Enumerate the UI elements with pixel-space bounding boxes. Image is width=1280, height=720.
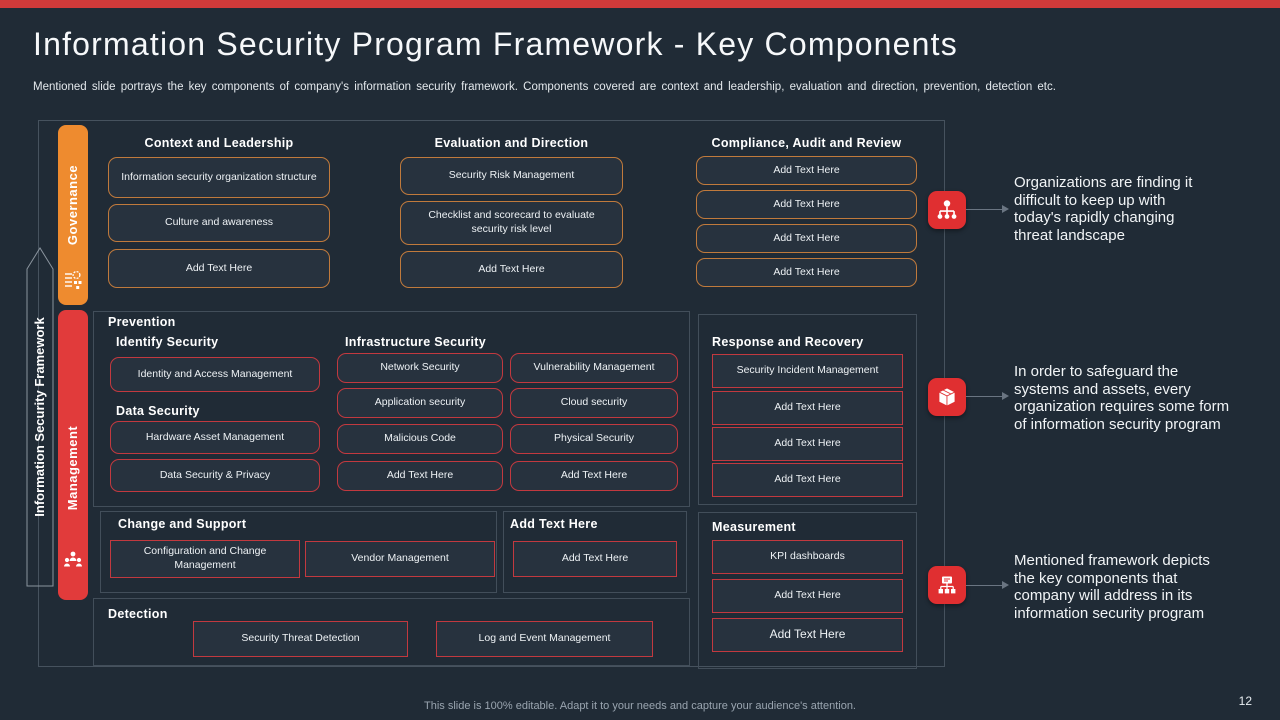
footer-note: This slide is 100% editable. Adapt it to… <box>424 700 856 712</box>
detection-item-box[interactable]: Security Threat Detection <box>193 621 408 657</box>
top-accent-bar <box>0 0 1280 8</box>
management-bar-label: Management <box>65 425 80 511</box>
column-header-compliance-audit-review: Compliance, Audit and Review <box>711 136 902 150</box>
prevention-item-box[interactable]: Add Text Here <box>337 461 503 491</box>
response-recovery-item-box[interactable]: Add Text Here <box>712 391 903 425</box>
response-recovery-item-box[interactable]: Security Incident Management <box>712 354 903 388</box>
prevention-item-box[interactable]: Network Security <box>337 353 503 383</box>
response-recovery-item-box[interactable]: Add Text Here <box>712 427 903 461</box>
connector-line <box>966 209 1002 210</box>
data-security-header: Data Security <box>116 404 200 418</box>
framework-banner-outline <box>26 247 54 587</box>
gov-item-box[interactable]: Information security organization struct… <box>108 157 330 198</box>
prevention-item-box[interactable]: Add Text Here <box>510 461 678 491</box>
page-title: Information Security Program Framework -… <box>33 26 958 62</box>
connector-line <box>966 585 1002 586</box>
org-chart-icon <box>937 200 957 219</box>
callout-text-3: Mentioned framework depicts the key comp… <box>1014 552 1210 622</box>
prevention-item-box[interactable]: Physical Security <box>510 424 678 454</box>
prevention-item-box[interactable]: Application security <box>337 388 503 418</box>
page-subtitle: Mentioned slide portrays the key compone… <box>33 81 1056 93</box>
column-header-evaluation-direction: Evaluation and Direction <box>434 136 589 150</box>
detection-section <box>93 598 690 666</box>
callout-text-1: Organizations are finding it difficult t… <box>1014 174 1193 244</box>
change-support-item-box[interactable]: Configuration and Change Management <box>110 540 300 578</box>
connector-arrow-icon <box>1002 205 1009 213</box>
identify-security-header: Identify Security <box>116 335 219 349</box>
governance-bar-label: Governance <box>65 164 80 246</box>
framework-banner-label: Information Security Framework <box>32 317 47 517</box>
gov-item-box[interactable]: Checklist and scorecard to evaluate secu… <box>400 201 623 245</box>
measurement-item-box[interactable]: Add Text Here <box>712 579 903 613</box>
gov-item-box[interactable]: Add Text Here <box>696 224 917 253</box>
response-recovery-item-box[interactable]: Add Text Here <box>712 463 903 497</box>
change-support-section <box>100 511 497 593</box>
change-support-item-box[interactable]: Vendor Management <box>305 541 495 577</box>
gov-item-box[interactable]: Culture and awareness <box>108 204 330 242</box>
prevention-item-box[interactable]: Hardware Asset Management <box>110 421 320 454</box>
gov-item-box[interactable]: Add Text Here <box>696 156 917 185</box>
callout-text-2: In order to safeguard the systems and as… <box>1014 363 1230 433</box>
connector-arrow-icon <box>1002 581 1009 589</box>
prevention-item-box[interactable]: Vulnerability Management <box>510 353 678 383</box>
page-number: 12 <box>1238 694 1252 708</box>
gov-item-box[interactable]: Security Risk Management <box>400 157 623 195</box>
detection-item-box[interactable]: Log and Event Management <box>436 621 653 657</box>
measurement-item-box[interactable]: KPI dashboards <box>712 540 903 574</box>
prevention-section <box>93 311 690 507</box>
add-text-section <box>503 511 687 593</box>
connector-arrow-icon <box>1002 392 1009 400</box>
prevention-item-box[interactable]: Data Security & Privacy <box>110 459 320 492</box>
prevention-item-box[interactable]: Identity and Access Management <box>110 357 320 392</box>
management-icon <box>64 551 82 567</box>
gov-item-box[interactable]: Add Text Here <box>108 249 330 288</box>
prevention-item-box[interactable]: Malicious Code <box>337 424 503 454</box>
add-text-item-box[interactable]: Add Text Here <box>513 541 677 577</box>
prevention-header: Prevention <box>108 315 176 329</box>
change-support-header: Change and Support <box>118 517 247 531</box>
governance-icon <box>65 270 82 289</box>
gov-item-box[interactable]: Add Text Here <box>696 258 917 287</box>
sitemap-icon <box>938 576 956 594</box>
response-recovery-header: Response and Recovery <box>712 335 864 349</box>
connector-line <box>966 396 1002 397</box>
measurement-item-box[interactable]: Add Text Here <box>712 618 903 652</box>
gov-item-box[interactable]: Add Text Here <box>696 190 917 219</box>
measurement-section <box>698 512 917 669</box>
detection-header: Detection <box>108 607 168 621</box>
column-header-context-leadership: Context and Leadership <box>144 136 294 150</box>
infrastructure-security-header: Infrastructure Security <box>345 335 486 349</box>
callout-icon-3 <box>928 566 966 604</box>
response-recovery-section <box>698 314 917 505</box>
package-icon <box>938 387 956 407</box>
measurement-header: Measurement <box>712 520 796 534</box>
add-text-section-header: Add Text Here <box>510 517 598 531</box>
gov-item-box[interactable]: Add Text Here <box>400 251 623 288</box>
callout-icon-1 <box>928 191 966 229</box>
callout-icon-2 <box>928 378 966 416</box>
prevention-item-box[interactable]: Cloud security <box>510 388 678 418</box>
